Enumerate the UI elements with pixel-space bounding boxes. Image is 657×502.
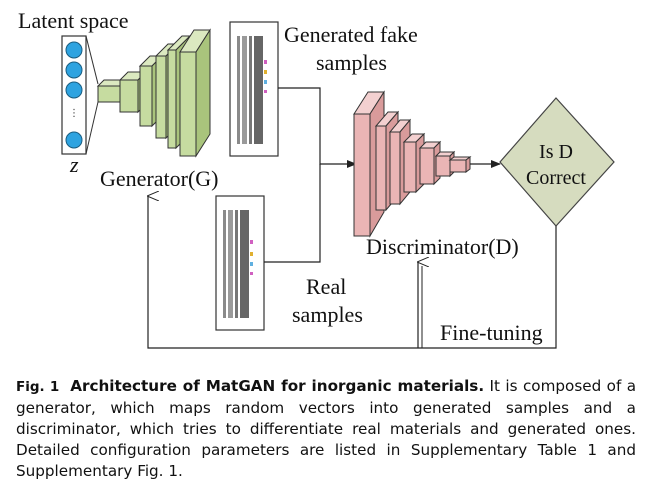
generated-samples-label-line1: Generated fake [284,22,418,47]
generated-samples-label-line2: samples [316,50,387,75]
latent-node [65,81,83,99]
latent-vector: ⋮ [61,35,87,155]
generated-samples-image [229,21,279,157]
figure-caption: Fig. 1 Architecture of MatGAN for inorga… [16,376,636,482]
decision-label-line2: Correct [526,167,586,189]
real-samples-label-line1: Real [306,274,346,299]
caption-label: Fig. 1 [16,379,60,395]
generated-to-discriminator-arrow [278,87,357,168]
generator-network [96,28,211,158]
discriminator-label: Discriminator(D) [366,234,519,259]
caption-title: Architecture of MatGAN for inorganic mat… [70,377,485,395]
z-label: z [69,152,79,177]
latent-node [65,41,83,59]
finetuning-label: Fine-tuning [440,320,543,345]
real-samples-image [215,195,265,331]
svg-text:⋮: ⋮ [69,108,79,119]
latent-node [65,61,83,79]
real-to-discriminator-line [264,164,321,263]
matgan-architecture-diagram: Latent space ⋮ z [18,8,615,349]
latent-node [65,131,83,149]
feedback-to-generator-line [148,196,557,349]
real-samples-label-line2: samples [292,302,363,327]
discriminator-network [353,90,472,238]
decision-label-line1: Is D [539,141,573,163]
latent-space-label: Latent space [18,8,129,33]
generator-label: Generator(G) [100,166,219,191]
caption-body: It is composed of a generator, which map… [16,377,637,480]
